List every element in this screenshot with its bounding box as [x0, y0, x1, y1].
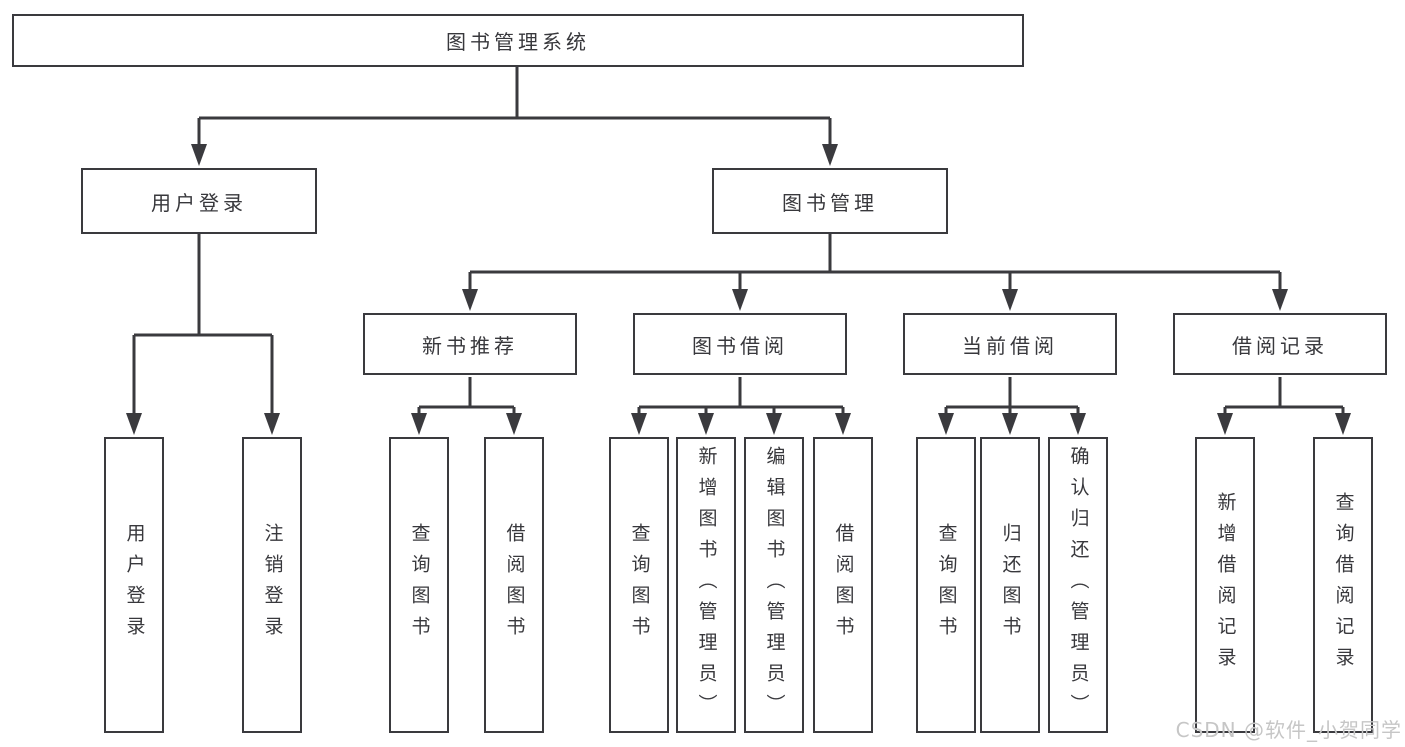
leaf-borrow-query-books: 查询图书 [609, 437, 669, 733]
node-book-borrowing: 图书借阅 [633, 313, 847, 375]
node-borrowing-records: 借阅记录 [1173, 313, 1387, 375]
node-library-management-system: 图书管理系统 [12, 14, 1024, 67]
node-current-borrowing: 当前借阅 [903, 313, 1117, 375]
connector-borrowrecord-to-leaves [1217, 377, 1351, 435]
node-book-management: 图书管理 [712, 168, 948, 234]
leaf-records-add-record: 新增借阅记录 [1195, 437, 1255, 733]
connector-currentborrow-to-leaves [938, 377, 1086, 435]
leaf-user-login: 用户登录 [104, 437, 164, 733]
leaf-logout: 注销登录 [242, 437, 302, 733]
node-user-login: 用户登录 [81, 168, 317, 234]
leaf-current-return-books: 归还图书 [980, 437, 1040, 733]
leaf-records-query-record: 查询借阅记录 [1313, 437, 1373, 733]
csdn-watermark: CSDN @软件_小贺同学 [1175, 718, 1402, 742]
connector-newbook-to-leaves [411, 377, 522, 435]
leaf-current-confirm-return-admin: 确认归还（管理员） [1048, 437, 1108, 733]
connector-root-to-level2 [191, 67, 838, 166]
leaf-borrow-borrow-books: 借阅图书 [813, 437, 873, 733]
leaf-current-query-books: 查询图书 [916, 437, 976, 733]
connector-bookmanagement-to-level3 [462, 234, 1288, 311]
connector-bookborrow-to-leaves [631, 377, 851, 435]
leaf-newbook-borrow-books: 借阅图书 [484, 437, 544, 733]
leaf-borrow-edit-books-admin: 编辑图书（管理员） [744, 437, 804, 733]
leaf-newbook-query-books: 查询图书 [389, 437, 449, 733]
leaf-borrow-add-books-admin: 新增图书（管理员） [676, 437, 736, 733]
connector-userlogin-to-leaves [126, 234, 280, 435]
node-new-book-recommend: 新书推荐 [363, 313, 577, 375]
